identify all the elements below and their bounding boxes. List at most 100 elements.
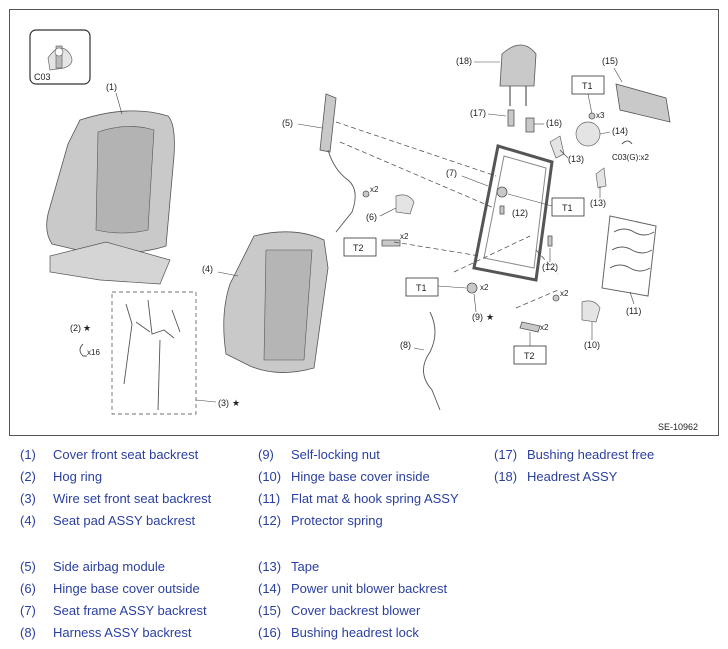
qty-screw-14: x3 <box>596 111 605 120</box>
legend-number: (3) <box>20 491 36 506</box>
torque-t1-low: T1 <box>405 277 467 297</box>
harness-assy-backrest: (8) <box>400 311 441 411</box>
legend-text: Bushing headrest free <box>527 447 655 462</box>
torque-label-t1-b: T1 <box>562 203 573 213</box>
legend-number: (4) <box>20 513 36 528</box>
callout-14: (14) <box>612 126 628 136</box>
legend-text: Tape <box>291 559 320 574</box>
hog-ring: (2) ★ x16 <box>70 323 100 357</box>
legend-text: Flat mat & hook spring ASSY <box>291 491 459 506</box>
callout-4: (4) <box>202 264 213 274</box>
power-unit-blower-backrest: (14) <box>575 121 628 147</box>
legend-text: Self-locking nut <box>291 447 380 462</box>
qty-nut-9: x2 <box>480 283 489 292</box>
legend-text: Wire set front seat backrest <box>53 491 212 506</box>
torque-label-t2-a: T2 <box>353 243 364 253</box>
star-2: ★ <box>83 323 91 333</box>
qty-bolt-t2-b: x2 <box>540 323 549 332</box>
protector-spring: (12) (12) <box>499 205 558 272</box>
flat-mat-hook-spring-assy: (11) <box>601 215 657 316</box>
legend-number: (8) <box>20 625 36 640</box>
legend-text: Headrest ASSY <box>527 469 618 484</box>
callout-9: (9) <box>472 312 483 322</box>
callout-10: (10) <box>584 340 600 350</box>
legend-text: Protector spring <box>291 513 383 528</box>
legend-text: Cover front seat backrest <box>53 447 199 462</box>
hinge-base-cover-outside: (6) x2 <box>362 185 415 222</box>
parts-legend: (1) Cover front seat backrest (2) Hog ring (… <box>0 443 728 649</box>
qty-bolt-10: x2 <box>560 289 569 298</box>
legend-number: (2) <box>20 469 36 484</box>
legend-number: (18) <box>494 469 518 484</box>
figure-code: SE-10962 <box>658 422 698 432</box>
seat-frame-assy-backrest: (7) <box>446 144 554 282</box>
legend-text: Hog ring <box>53 469 103 484</box>
cover-front-seat-backrest: (1) <box>46 82 175 285</box>
clip-icon-c03: C03 <box>29 29 91 85</box>
torque-t2-upper: T2 x2 <box>343 232 409 257</box>
cover-backrest-blower: (15) C03(G):x2 <box>602 56 671 162</box>
headrest-assy: (18) <box>456 44 537 106</box>
legend-text: Seat frame ASSY backrest <box>53 603 207 618</box>
legend-text: Hinge base cover outside <box>53 581 200 596</box>
callout-8: (8) <box>400 340 411 350</box>
exploded-diagram: C03 (1) (2) ★ x16 (3) ★ (4) (5) <box>9 9 719 436</box>
legend-number: (1) <box>20 447 36 462</box>
qty-hog-ring: x16 <box>87 348 100 357</box>
diagram-drawing: C03 (1) (2) ★ x16 (3) ★ (4) (5) <box>29 29 698 432</box>
legend-text: Hinge base cover inside <box>291 469 430 484</box>
torque-t1-mid: T1 <box>507 193 585 217</box>
clip-icon-label: C03 <box>34 72 51 82</box>
callout-18: (18) <box>456 56 472 66</box>
callout-17: (17) <box>470 108 486 118</box>
torque-t2-lower: x2 T2 <box>513 321 549 365</box>
callout-3: (3) <box>218 398 229 408</box>
star-9: ★ <box>486 312 494 322</box>
legend-number: (13) <box>258 559 282 574</box>
side-airbag-module: (5) <box>282 93 356 233</box>
legend-text: Power unit blower backrest <box>291 581 448 596</box>
legend-text: Seat pad ASSY backrest <box>53 513 196 528</box>
legend-number: (5) <box>20 559 36 574</box>
qty-bolt-t2-a: x2 <box>400 232 409 241</box>
callout-1: (1) <box>106 82 117 92</box>
callout-7: (7) <box>446 168 457 178</box>
legend-number: (7) <box>20 603 36 618</box>
wire-set-front-seat-backrest: (3) ★ <box>111 291 240 415</box>
legend-text: Side airbag module <box>53 559 166 574</box>
callout-15: (15) <box>602 56 618 66</box>
callout-13-b: (13) <box>590 198 606 208</box>
torque-label-t1-a: T1 <box>582 81 593 91</box>
clip-note-c03g: C03(G):x2 <box>612 153 649 162</box>
legend-number: (17) <box>494 447 518 462</box>
legend-text: Cover backrest blower <box>291 603 421 618</box>
torque-label-t2-b: T2 <box>524 351 535 361</box>
bushing-headrest-lock: (16) <box>525 117 562 133</box>
legend-number: (10) <box>258 469 282 484</box>
callout-5: (5) <box>282 118 293 128</box>
legend-number: (6) <box>20 581 36 596</box>
legend-number: (16) <box>258 625 282 640</box>
legend-text: Harness ASSY backrest <box>53 625 192 640</box>
torque-t1-top: T1 x3 <box>571 75 605 120</box>
legend-number: (9) <box>258 447 274 462</box>
star-3: ★ <box>232 398 240 408</box>
callout-11: (11) <box>626 306 641 316</box>
torque-label-t1-c: T1 <box>416 283 427 293</box>
callout-6: (6) <box>366 212 377 222</box>
legend-number: (15) <box>258 603 282 618</box>
legend-text: Bushing headrest lock <box>291 625 419 640</box>
callout-12-a: (12) <box>512 208 528 218</box>
bushing-headrest-free: (17) <box>470 108 515 127</box>
legend-number: (11) <box>258 491 281 506</box>
hinge-base-cover-inside: x2 (10) <box>552 289 601 350</box>
callout-16: (16) <box>546 118 562 128</box>
legend-number: (12) <box>258 513 282 528</box>
qty-bolt-6: x2 <box>370 185 379 194</box>
self-locking-nut: x2 (9) ★ <box>466 282 494 322</box>
seat-pad-assy-backrest: (4) <box>202 231 329 373</box>
callout-2: (2) <box>70 323 81 333</box>
legend-number: (14) <box>258 581 282 596</box>
callout-12-b: (12) <box>542 262 558 272</box>
tape: (13) (13) <box>549 135 607 208</box>
